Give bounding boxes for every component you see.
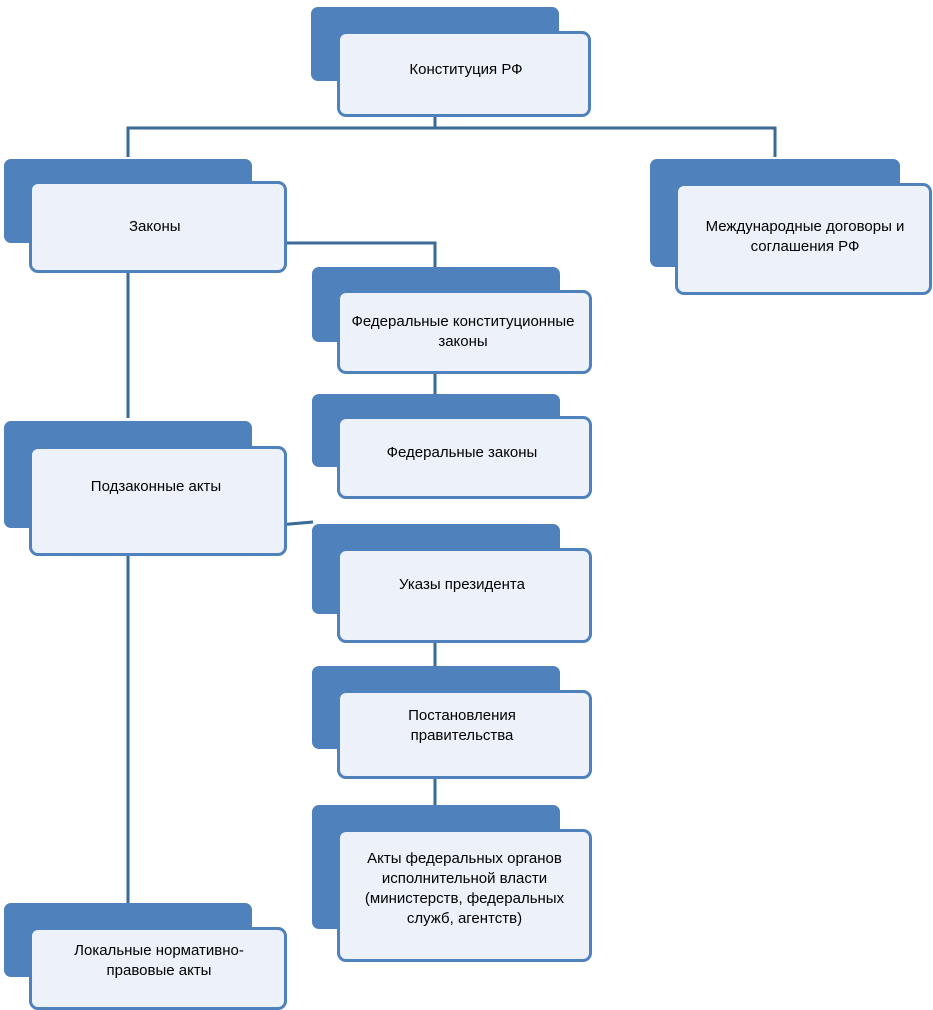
node-laws-label: Законы: [129, 218, 181, 235]
node-bylaws-label: Подзаконные акты: [90, 478, 222, 495]
node-decrees-label: Указы президента: [399, 575, 525, 593]
node-fz-label: Федеральные законы: [386, 444, 538, 461]
node-resolutions-label: Постановления правительства: [408, 706, 516, 744]
node-intl-label: Международные договоры и соглашения РФ: [705, 218, 905, 255]
connector-laws-fkz: [250, 241, 437, 268]
node-fkz-label: Федеральные конституционные законы: [351, 313, 575, 350]
connector-bus-intl: [435, 126, 777, 157]
node-fed-acts-label: Акты федеральных органов исполнительной …: [364, 850, 565, 927]
node-constitution-label: Конституция РФ: [409, 61, 523, 78]
connector-constitution-bus: [126, 108, 437, 157]
node-local-label: Локальные нормативно-правовые акты: [74, 942, 244, 979]
